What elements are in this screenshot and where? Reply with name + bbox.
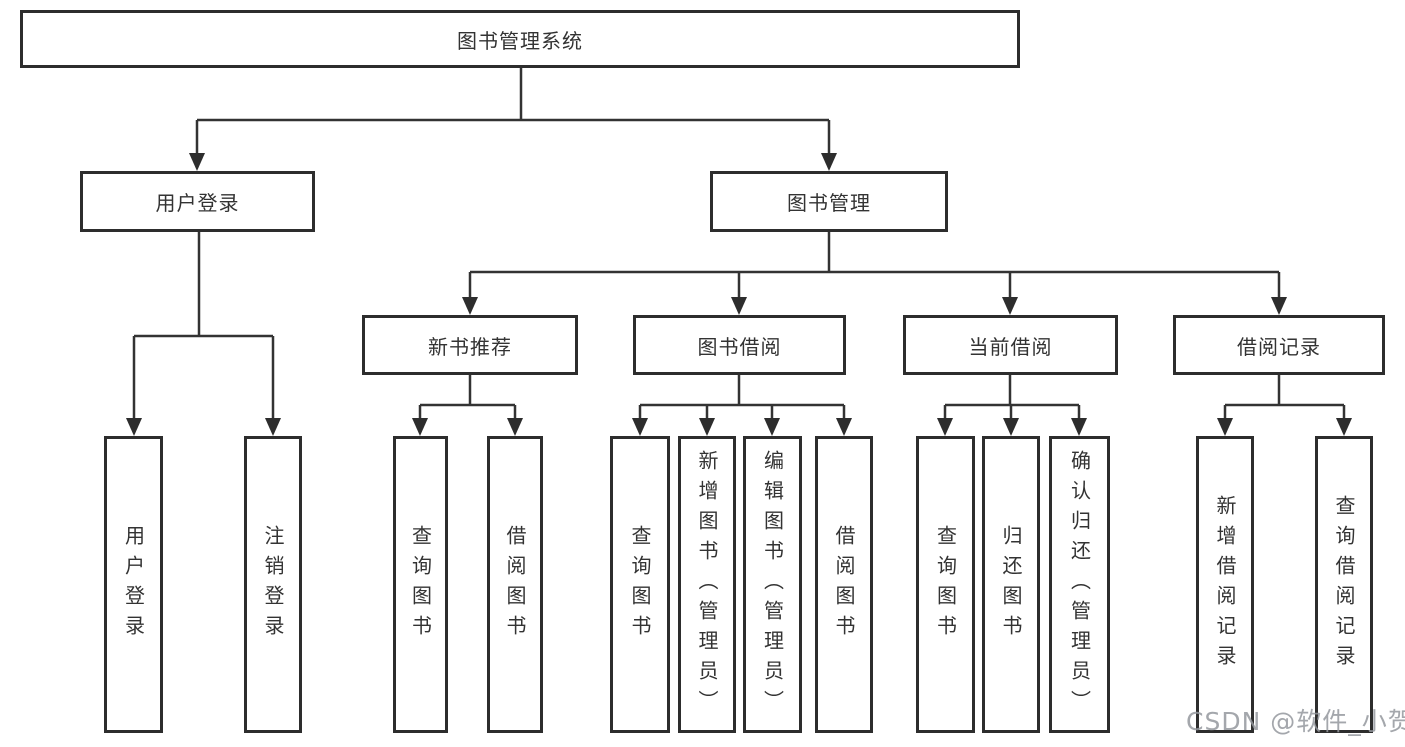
node-user-login: 用户登录 <box>80 171 315 232</box>
node-label: 借阅记录 <box>1237 334 1321 359</box>
node-label: 图书管理 <box>787 191 871 215</box>
node-label: 新增图书（管理员） <box>695 449 719 720</box>
node-label: 归还图书 <box>999 524 1023 645</box>
node-book-borrow: 图书借阅 <box>633 315 846 375</box>
leaf-borrow-books: 借阅图书 <box>487 436 543 733</box>
leaf-query-books: 查询图书 <box>916 436 975 733</box>
node-label: 借阅图书 <box>503 524 527 645</box>
node-label: 用户登录 <box>155 191 240 215</box>
node-label: 新增借阅记录 <box>1213 494 1237 675</box>
leaf-borrow-books: 借阅图书 <box>815 436 873 733</box>
node-label: 当前借阅 <box>968 334 1053 359</box>
node-label: 图书管理系统 <box>457 28 583 53</box>
leaf-user-login: 用户登录 <box>104 436 163 733</box>
arrowheads <box>126 153 1352 436</box>
leaf-logout: 注销登录 <box>244 436 302 733</box>
node-label: 查询图书 <box>628 524 652 645</box>
node-root-system: 图书管理系统 <box>20 10 1020 68</box>
leaf-query-books: 查询图书 <box>610 436 670 733</box>
node-label: 查询图书 <box>933 524 958 645</box>
leaf-query-books: 查询图书 <box>393 436 448 733</box>
node-label: 查询借阅记录 <box>1332 494 1356 675</box>
node-label: 确认归还（管理员） <box>1067 449 1092 720</box>
leaf-confirm-return-admin: 确认归还（管理员） <box>1049 436 1110 733</box>
csdn-watermark: CSDN @软件_小贺同学 <box>1186 707 1405 736</box>
node-label: 编辑图书（管理员） <box>760 449 785 720</box>
node-label: 用户登录 <box>121 524 146 645</box>
node-label: 查询图书 <box>408 524 433 645</box>
leaf-query-borrow-record: 查询借阅记录 <box>1315 436 1373 733</box>
leaf-edit-books-admin: 编辑图书（管理员） <box>743 436 802 733</box>
node-current-borrow: 当前借阅 <box>903 315 1118 375</box>
node-new-book-recommend: 新书推荐 <box>362 315 578 375</box>
node-label: 新书推荐 <box>428 334 512 359</box>
node-label: 借阅图书 <box>832 524 856 645</box>
node-label: 注销登录 <box>261 524 285 645</box>
node-borrow-records: 借阅记录 <box>1173 315 1385 375</box>
node-label: 图书借阅 <box>697 334 782 359</box>
node-book-management: 图书管理 <box>710 171 948 232</box>
leaf-return-books: 归还图书 <box>982 436 1040 733</box>
leaf-add-books-admin: 新增图书（管理员） <box>678 436 736 733</box>
leaf-add-borrow-record: 新增借阅记录 <box>1196 436 1254 733</box>
